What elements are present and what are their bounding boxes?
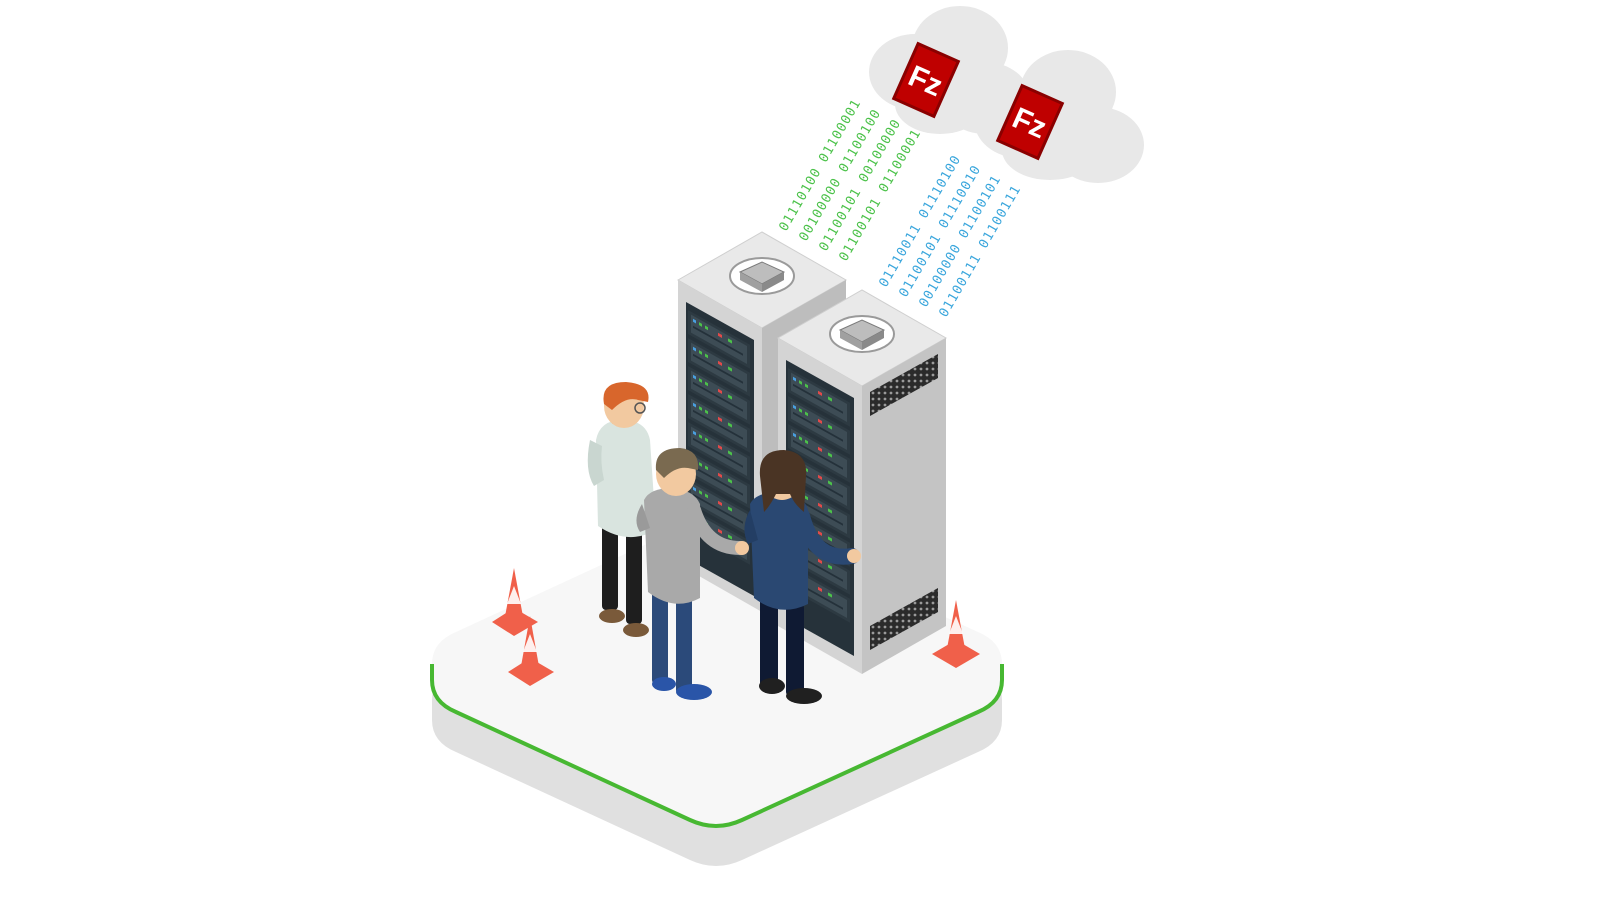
traffic-cone-icon: [932, 600, 980, 668]
filezilla-logo: Fz: [995, 83, 1065, 161]
person-icon: [744, 450, 861, 704]
traffic-cone-icon: [492, 568, 538, 636]
rack-top-emblem: [729, 257, 795, 295]
filezilla-logo: Fz: [891, 41, 961, 119]
vent-grille: [870, 354, 938, 416]
person-icon: [636, 448, 749, 700]
traffic-cone-icon: [508, 616, 554, 686]
rack-top-emblem: [829, 315, 895, 353]
vent-grille: [870, 588, 938, 650]
server-rack-icon: [776, 289, 948, 674]
